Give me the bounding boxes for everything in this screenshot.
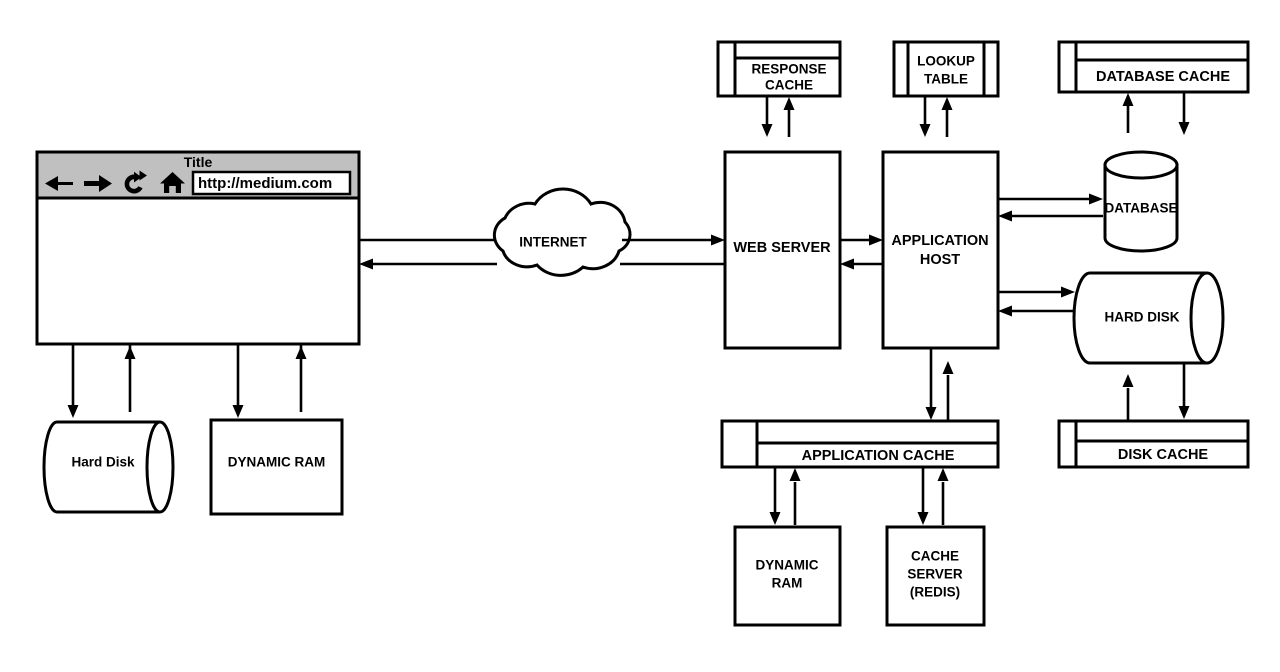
- node-response-cache[interactable]: RESPONSE CACHE: [716, 40, 842, 98]
- node-label-line2: RAM: [772, 576, 803, 591]
- node-client-hard-disk[interactable]: Hard Disk: [42, 420, 175, 514]
- node-box: [1057, 40, 1250, 94]
- node-server-dynamic-ram[interactable]: DYNAMIC RAM: [733, 525, 842, 627]
- connector-serverharddisk-diskcache: [1122, 363, 1190, 420]
- node-server-hard-disk[interactable]: HARD DISK: [1072, 271, 1225, 365]
- node-database-cache[interactable]: DATABASE CACHE: [1057, 40, 1250, 94]
- connector-database-databasecache: [1122, 92, 1190, 135]
- node-disk-cache[interactable]: DISK CACHE: [1057, 419, 1250, 469]
- node-box: [1057, 419, 1250, 469]
- node-box: [892, 40, 1000, 98]
- node-database[interactable]: DATABASE: [1103, 150, 1179, 253]
- node-application-cache[interactable]: APPLICATION CACHE: [720, 419, 1000, 469]
- node-label-line3: (REDIS): [910, 585, 960, 600]
- reload-icon[interactable]: [124, 170, 147, 194]
- connector-webserver-responsecache: [761, 96, 795, 137]
- node-label-line2: CACHE: [765, 78, 813, 93]
- connector-apphost-lookuptable: [919, 96, 953, 137]
- node-label: DYNAMIC RAM: [228, 455, 326, 470]
- node-label-line1: DYNAMIC: [756, 558, 819, 573]
- node-box: [716, 40, 842, 98]
- node-label: INTERNET: [519, 235, 587, 250]
- node-box: [885, 525, 986, 627]
- url-input[interactable]: [191, 170, 352, 196]
- node-client-dynamic-ram[interactable]: DYNAMIC RAM: [209, 418, 344, 516]
- node-label: Hard Disk: [71, 455, 135, 470]
- node-box: [723, 150, 842, 350]
- node-box: [733, 525, 842, 627]
- node-label-line1: LOOKUP: [917, 54, 975, 69]
- node-label-line2: HOST: [920, 252, 960, 268]
- connector-browser-harddisk: [67, 344, 136, 418]
- connector-browser-internet: [359, 238, 497, 270]
- home-icon[interactable]: [160, 172, 185, 193]
- node-application-host[interactable]: APPLICATION HOST: [881, 150, 1000, 350]
- browser-window[interactable]: Title http://medium.com: [35, 150, 361, 346]
- node-label-line1: APPLICATION: [891, 233, 988, 249]
- connector-apphost-database: [998, 193, 1103, 222]
- connector-internet-webserver: [620, 234, 725, 266]
- node-label: DISK CACHE: [1118, 447, 1209, 463]
- node-label-line2: TABLE: [924, 72, 968, 87]
- node-label-line2: SERVER: [907, 567, 963, 582]
- connector-apphost-serverharddisk: [998, 286, 1075, 317]
- forward-arrow-icon[interactable]: [84, 175, 112, 192]
- back-arrow-icon[interactable]: [45, 176, 73, 191]
- node-label: HARD DISK: [1104, 310, 1179, 325]
- connector-appcache-cacheserver: [917, 467, 949, 525]
- node-label: WEB SERVER: [733, 240, 831, 256]
- node-cache-server[interactable]: CACHE SERVER (REDIS): [885, 525, 986, 627]
- connector-appcache-dynamicram: [769, 467, 801, 525]
- node-lookup-table[interactable]: LOOKUP TABLE: [892, 40, 1000, 98]
- node-label: DATABASE CACHE: [1096, 69, 1230, 85]
- node-label-line1: CACHE: [911, 549, 959, 564]
- node-label: DATABASE: [1105, 201, 1178, 216]
- node-box: [881, 150, 1000, 350]
- url-text: http://medium.com: [198, 175, 332, 192]
- connector-browser-dynamicram: [232, 344, 307, 418]
- node-box: [209, 418, 344, 516]
- connector-webserver-apphost: [840, 234, 883, 270]
- node-web-server[interactable]: WEB SERVER: [723, 150, 842, 350]
- node-label-line1: RESPONSE: [751, 62, 826, 77]
- node-label: APPLICATION CACHE: [802, 448, 955, 464]
- node-internet[interactable]: INTERNET: [492, 187, 632, 277]
- browser-title-text: Title: [184, 154, 213, 170]
- connector-apphost-appcache: [925, 348, 954, 420]
